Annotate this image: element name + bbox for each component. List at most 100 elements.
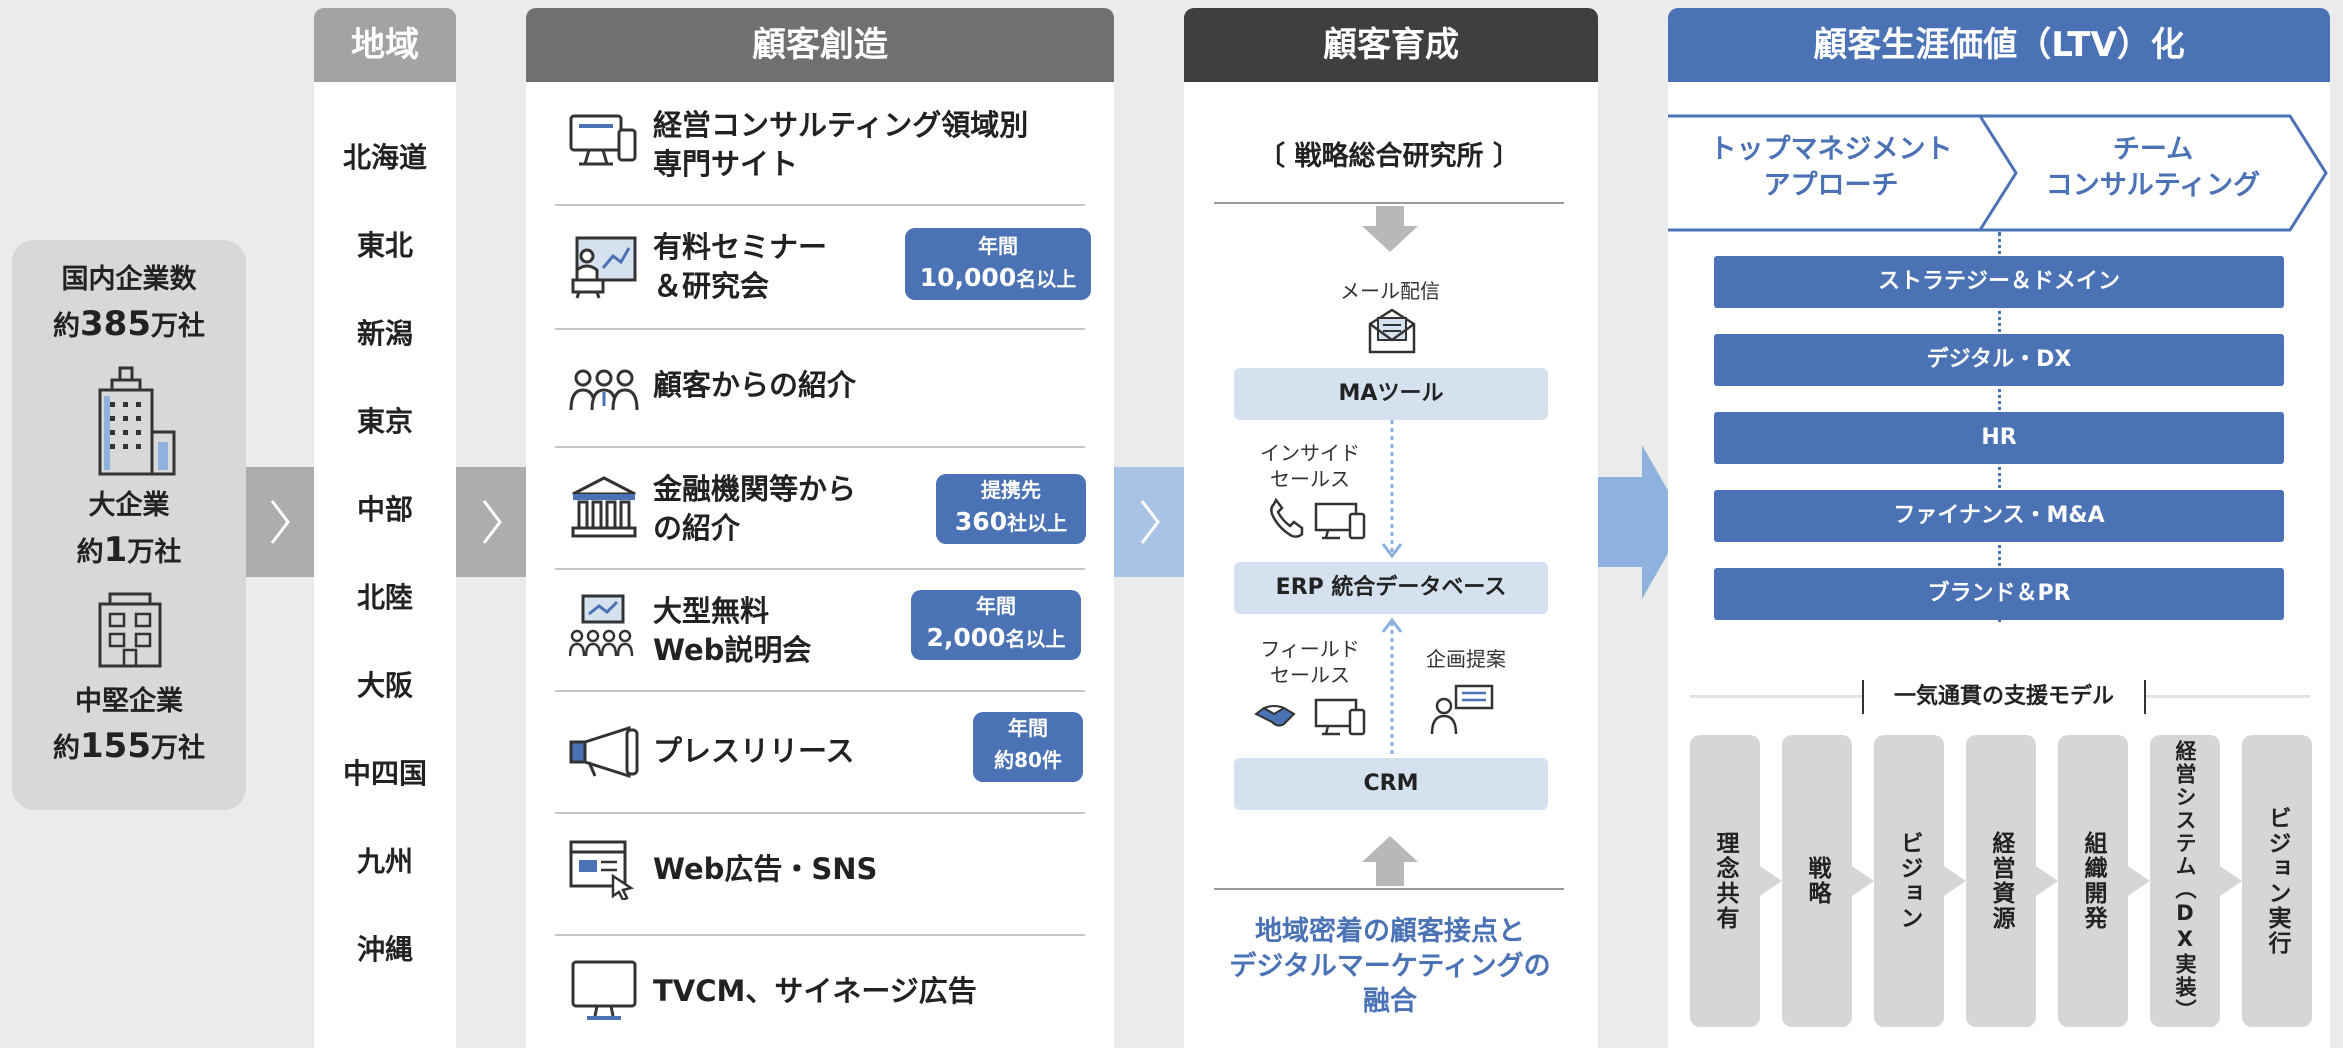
list-item: 金融機関等からの紹介 提携先 360社以上 (555, 448, 1086, 570)
domestic-label: 国内企業数 (61, 264, 197, 295)
step-arrow-icon (1944, 866, 1966, 896)
step-arrow-icon (1760, 866, 1782, 896)
people-icon (569, 369, 639, 411)
list-item: TVCM、サイネージ広告 (555, 936, 1085, 1048)
large-company-count: 約1万社 (76, 530, 182, 570)
mail-label: メール配信 (1340, 279, 1440, 303)
mid-building-icon (98, 592, 162, 668)
chevron-right-icon (1140, 500, 1160, 544)
creation-header: 顧客創造 (526, 8, 1114, 82)
row-text: Web広告・SNS (653, 852, 878, 886)
divider (1214, 888, 1564, 890)
row-text: 経営コンサルティング領域別専門サイト (653, 108, 1029, 181)
erp-database-box: ERP 統合データベース (1234, 562, 1548, 614)
step-arrow-icon (1852, 866, 1874, 896)
bank-icon (571, 476, 637, 538)
process-step: 戦略 (1782, 735, 1852, 1027)
step-arrow-icon (2036, 866, 2058, 896)
top-management-label: トップマネジメントアプローチ (1709, 134, 1953, 201)
list-item: プレスリリース 年間 約80件 (555, 692, 1085, 814)
row-text: 有料セミナー＆研究会 (653, 230, 828, 303)
process-step: 経営資源 (1966, 735, 2036, 1027)
region-header: 地域 (314, 8, 456, 82)
seminar-icon (571, 236, 637, 299)
row-text: 金融機関等からの紹介 (653, 472, 857, 545)
stat-badge: 提携先 360社以上 (936, 474, 1086, 544)
devices-icon (569, 114, 637, 166)
megaphone-icon (569, 726, 639, 779)
inside-sales-label: インサイドセールス (1260, 441, 1360, 491)
region-item: 九州 (356, 845, 413, 878)
ma-tool-box: MAツール (1234, 368, 1548, 420)
dotted-up-arrow (1381, 617, 1403, 756)
divider (1214, 202, 1564, 204)
dotted-down-arrow (1381, 420, 1403, 559)
region-item: 沖縄 (356, 933, 413, 966)
chevron-right-icon (482, 500, 502, 544)
process-step: ビジョン実行 (2242, 735, 2312, 1027)
domestic-count: 約385万社 (53, 304, 205, 344)
list-item: 有料セミナー＆研究会 年間 10,000名以上 (555, 206, 1091, 330)
mid-company-count: 約155万社 (53, 726, 205, 766)
large-arrow-right (1598, 445, 1686, 599)
region-item: 中四国 (342, 757, 427, 790)
process-step: 理念共有 (1690, 735, 1760, 1027)
stat-badge: 年間 10,000名以上 (905, 228, 1091, 300)
process-step: 経営システム（DX実装） (2150, 735, 2220, 1027)
nurture-summary: 地域密着の顧客接点とデジタルマーケティングの融合 (1229, 916, 1551, 1017)
service-bar: ファイナンス・M&A (1714, 490, 2284, 542)
nurture-header: 顧客育成 (1184, 8, 1598, 82)
service-bar: ブランド＆PR (1714, 568, 2284, 620)
list-item: 顧客からの紹介 (555, 330, 1085, 448)
large-building-icon (98, 366, 176, 476)
service-bar: HR (1714, 412, 2284, 464)
large-company-label: 大企業 (88, 490, 170, 521)
row-text: 顧客からの紹介 (653, 368, 857, 402)
connector-arrow (246, 467, 314, 577)
monitor-icon (571, 960, 637, 1020)
model-title: 一気通貫の支援モデル (1862, 680, 2146, 714)
stat-badge: 年間 約80件 (973, 712, 1083, 782)
list-item: Web広告・SNS (555, 814, 1085, 936)
approach-arrows (1668, 114, 2328, 232)
step-arrow-icon (2220, 866, 2242, 896)
service-bar: ストラテジー＆ドメイン (1714, 256, 2284, 308)
phone-computer-icon (1270, 498, 1366, 540)
service-bar: デジタル・DX (1714, 334, 2284, 386)
process-step: 組織開発 (2058, 735, 2128, 1027)
institute-label: 〔 戦略総合研究所 〕 (1258, 141, 1520, 172)
connector-arrow (1114, 467, 1184, 577)
region-item: 東北 (356, 229, 413, 262)
webinar-icon (569, 594, 634, 657)
mid-company-label: 中堅企業 (75, 686, 183, 717)
step-arrow-icon (2128, 866, 2150, 896)
up-arrow-icon (1362, 836, 1418, 886)
region-item: 東京 (356, 405, 413, 438)
region-item: 大阪 (356, 669, 413, 702)
row-text: TVCM、サイネージ広告 (653, 974, 977, 1008)
list-item: 経営コンサルティング領域別専門サイト (555, 84, 1085, 206)
web-ad-icon (569, 840, 635, 900)
chevron-right-icon (270, 500, 290, 544)
team-consulting-label: チームコンサルティング (2045, 134, 2261, 201)
crm-box: CRM (1234, 758, 1548, 810)
ltv-header: 顧客生涯価値（LTV）化 (1668, 8, 2330, 82)
field-sales-label: フィールドセールス (1260, 637, 1360, 687)
handshake-computer-icon (1254, 698, 1366, 736)
stat-badge: 年間 2,000名以上 (911, 590, 1081, 660)
region-item: 北陸 (356, 581, 413, 614)
down-arrow-icon (1362, 206, 1418, 252)
region-panel (314, 82, 456, 1048)
process-step: ビジョン (1874, 735, 1944, 1027)
proposal-label: 企画提案 (1426, 647, 1506, 671)
proposal-icon (1430, 684, 1494, 735)
mail-icon (1368, 308, 1416, 354)
region-item: 新潟 (356, 317, 413, 350)
region-item: 中部 (356, 493, 413, 526)
connector-arrow (456, 467, 526, 577)
row-text: プレスリリース (653, 734, 855, 768)
region-item: 北海道 (342, 141, 427, 174)
company-stats-card: 国内企業数 約385万社 大企業 約1万社 中堅企業 約155万社 (12, 240, 246, 810)
